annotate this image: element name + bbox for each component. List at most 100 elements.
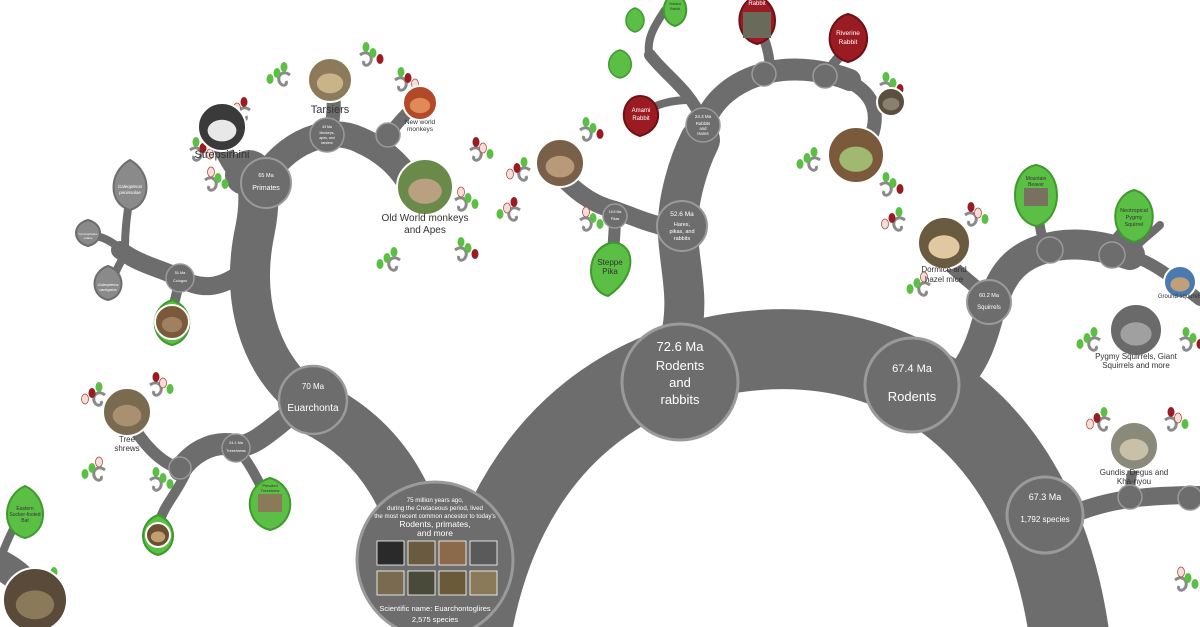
twig-leaf (88, 463, 96, 473)
node-small-7[interactable] (1117, 484, 1143, 510)
node-small-5[interactable] (1098, 241, 1126, 269)
node-treeshrews[interactable] (221, 433, 251, 463)
node-euarchonta[interactable] (277, 364, 349, 436)
photo-pikas-subject (545, 155, 575, 178)
photo-mountain-beaver[interactable] (1024, 188, 1048, 206)
node-small-4[interactable] (1036, 236, 1064, 264)
root-photo-5[interactable] (376, 570, 405, 596)
node-monkeys[interactable] (309, 117, 345, 153)
node-rabbits-age: 24.3 Ma (695, 114, 712, 119)
node-rabbits-label-2: and (700, 126, 708, 131)
root-photo-1[interactable] (376, 540, 405, 566)
leaf-eastern-bat[interactable] (6, 484, 44, 540)
photo-penciled[interactable] (258, 494, 282, 512)
node-primates[interactable] (240, 157, 292, 209)
photo-bat-subject (15, 590, 55, 620)
branch-squirrels (935, 229, 1145, 400)
twig-curl (204, 176, 218, 192)
twig-leaf (503, 202, 511, 214)
leaf-pygmy-squirrel[interactable] (1114, 188, 1154, 244)
photos (2, 12, 1197, 627)
leaf-green-1[interactable] (625, 7, 645, 33)
node-primates-label: Primates (252, 185, 280, 192)
label-mountain-beaver-1: Mountain (1026, 176, 1047, 182)
twig-curl (359, 51, 373, 67)
node-rodents-2[interactable] (1005, 475, 1085, 555)
root-photo-7[interactable] (438, 570, 467, 596)
node-small-8[interactable] (1177, 485, 1200, 511)
twig-leaf (266, 74, 274, 84)
node-pikas-label: Pikas (611, 217, 620, 221)
twig-curl (469, 146, 483, 162)
twig-leaf (152, 467, 160, 477)
leaf-steppe-pika[interactable] (590, 241, 632, 298)
leaf-galeopterus[interactable] (112, 158, 148, 212)
twig-leaf (166, 384, 174, 394)
photo-hares-subject (839, 146, 873, 172)
node-small-6[interactable] (168, 456, 192, 480)
label-dormice-2: hazel mice (925, 275, 964, 284)
twig-curl (149, 381, 163, 397)
node-treeshrews-label: Treeshrews (226, 449, 246, 453)
node-treeshrews-age: 24.1 Ma (229, 441, 244, 445)
node-colugos[interactable] (165, 263, 195, 293)
root-photo-6[interactable] (407, 570, 436, 596)
node-squirrels-age: 60.2 Ma (979, 293, 1000, 299)
twig-leaf (882, 172, 890, 182)
twig-curl (964, 211, 978, 227)
twig-curl (454, 246, 468, 262)
root-photo-3[interactable] (438, 540, 467, 566)
twig-leaf (803, 153, 811, 163)
photo-colugo-subject (161, 316, 183, 333)
label-pygmy-squirrel-3: Squirrel (1125, 222, 1144, 228)
twig-leaf (81, 393, 89, 405)
twig-leaf (199, 143, 207, 153)
root-species: 2,575 species (412, 615, 459, 624)
root-photo-2[interactable] (407, 540, 436, 566)
node-rodents2-label: 1,792 species (1020, 515, 1069, 524)
twig-leaf (192, 137, 200, 147)
root-intro-3: the most recent common ancestor to today… (374, 513, 496, 520)
twig-leaf (404, 73, 412, 83)
root-photo-8[interactable] (469, 570, 498, 596)
leaf-riverine[interactable] (828, 12, 869, 64)
twig-curl (1174, 576, 1188, 592)
leaf-pikas-small[interactable] (608, 49, 632, 79)
photo-rabbits-small-subject (882, 97, 900, 111)
node-small-3[interactable] (812, 63, 838, 89)
node-small-2[interactable] (751, 61, 777, 87)
twig-leaf (967, 202, 975, 212)
twig-leaf (889, 178, 897, 188)
photo-old-world-subject (408, 178, 442, 204)
node-small-1[interactable] (375, 122, 401, 148)
twig-leaf (1167, 407, 1175, 417)
twig-leaf (472, 137, 480, 147)
node-rodents-rabbits[interactable] (620, 322, 740, 442)
twig-leaf (796, 159, 804, 169)
node-hares[interactable] (656, 200, 708, 252)
label-cynocephalus-1: Cynocephalus (78, 232, 98, 236)
leaf-volcano[interactable] (662, 0, 688, 28)
twig-leaf (471, 199, 479, 209)
branch-rabbits-4 (644, 6, 669, 62)
root-photo-4[interactable] (469, 540, 498, 566)
node-rabbits[interactable] (685, 107, 721, 143)
twig-leaf (895, 207, 903, 217)
leaf-cynocephalus[interactable] (75, 218, 101, 248)
twig-leaf (906, 284, 914, 294)
node-rodents[interactable] (863, 336, 961, 434)
label-dormice-1: Dormice and (921, 265, 966, 274)
leaf-amami[interactable] (622, 94, 659, 138)
node-pikas[interactable] (602, 203, 628, 229)
twig-leaf (520, 157, 528, 167)
photo-dormice-subject (928, 235, 960, 259)
twig-curl (1164, 416, 1178, 432)
node-squirrels[interactable] (966, 279, 1012, 325)
twig-leaf (1182, 327, 1190, 337)
photo-rabbit-top[interactable] (743, 12, 771, 38)
leaf-galeopterus2[interactable] (93, 264, 123, 302)
twig-leaf (1090, 327, 1098, 337)
label-cynocephalus-2: volans (84, 236, 93, 240)
root-intro-1: 75 million years ago, (407, 497, 464, 504)
